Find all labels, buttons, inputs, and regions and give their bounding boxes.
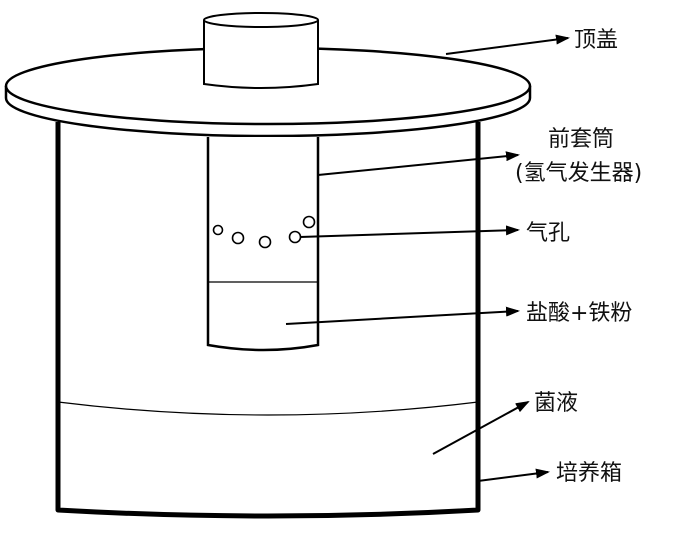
gas-holes (212, 215, 316, 249)
label-holes: 气孔 (526, 221, 570, 246)
label-tube-line2: (氢气发生器) (515, 161, 642, 186)
label-reagent: 盐酸+铁粉 (526, 301, 632, 326)
arrow-lid (445, 34, 570, 55)
label-box: 培养箱 (556, 461, 622, 486)
pointer-arrows (285, 34, 570, 482)
liquid-surface (57, 401, 479, 416)
arrow-reagent (285, 306, 520, 325)
arrow-liquid (432, 401, 530, 455)
arrow-holes (299, 225, 520, 238)
arrow-box (477, 468, 550, 482)
arrow-tube (317, 151, 520, 176)
label-tube-line1: 前套筒 (548, 127, 614, 152)
lid (4, 12, 532, 138)
label-lid: 顶盖 (574, 28, 618, 53)
label-liquid: 菌液 (534, 391, 578, 416)
